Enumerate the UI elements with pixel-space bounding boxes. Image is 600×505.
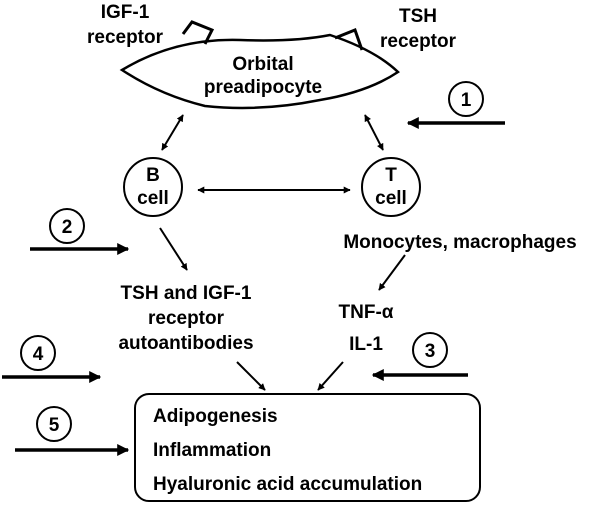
cell-label-line1: Orbital [232,54,293,75]
igf-receptor-label-line2: receptor [87,27,164,48]
monocytes-label: Monocytes, macrophages [343,232,576,253]
outcome-inflammation: Inflammation [153,440,271,461]
intervention-number-2: 2 [62,217,73,238]
intervention-number-5: 5 [49,415,60,436]
t-cell-label-line2: cell [375,188,407,209]
outcome-adipogenesis: Adipogenesis [153,406,278,427]
cell-label-line2: preadipocyte [204,77,322,98]
arrow-autoab-outcome [236,361,266,391]
t-cell-circle [361,157,421,217]
b-cell-label-line1: B [146,165,160,186]
igf-receptor-icon [181,20,215,45]
intervention-marker-1 [448,81,484,117]
arrow-monocytes-tnf [378,254,406,291]
arrow-cell-bcell [161,114,184,151]
intervention-marker-4 [20,335,56,371]
intervention-number-3: 3 [425,341,436,362]
outcome-hyaluronic-acid: Hyaluronic acid accumulation [153,474,422,495]
outcome-box [134,393,481,502]
autoantibodies-label-line3: autoantibodies [118,333,253,354]
arrow-il1-outcome [317,361,344,391]
intervention-number-4: 4 [33,344,44,365]
intervention-number-1: 1 [461,90,472,111]
tsh-receptor-label-line2: receptor [380,31,457,52]
intervention-marker-5 [36,406,72,442]
il1-label: IL-1 [349,334,383,355]
t-cell-label-line1: T [385,165,397,186]
intervention-marker-3 [412,332,448,368]
intervention-marker-2 [49,208,85,244]
tsh-receptor-icon [334,28,364,51]
igf-receptor-label-line1: IGF-1 [101,2,150,23]
b-cell-label-line2: cell [137,188,169,209]
tsh-receptor-label-line1: TSH [399,6,437,27]
tnf-alpha-label: TNF-α [339,302,394,323]
preadipocyte-cell-shape [119,33,400,110]
arrow-cell-tcell [364,114,384,151]
autoantibodies-label-line1: TSH and IGF-1 [121,283,252,304]
arrow-bcell-autoab [159,227,188,271]
autoantibodies-label-line2: receptor [148,308,225,329]
b-cell-circle [123,157,183,217]
